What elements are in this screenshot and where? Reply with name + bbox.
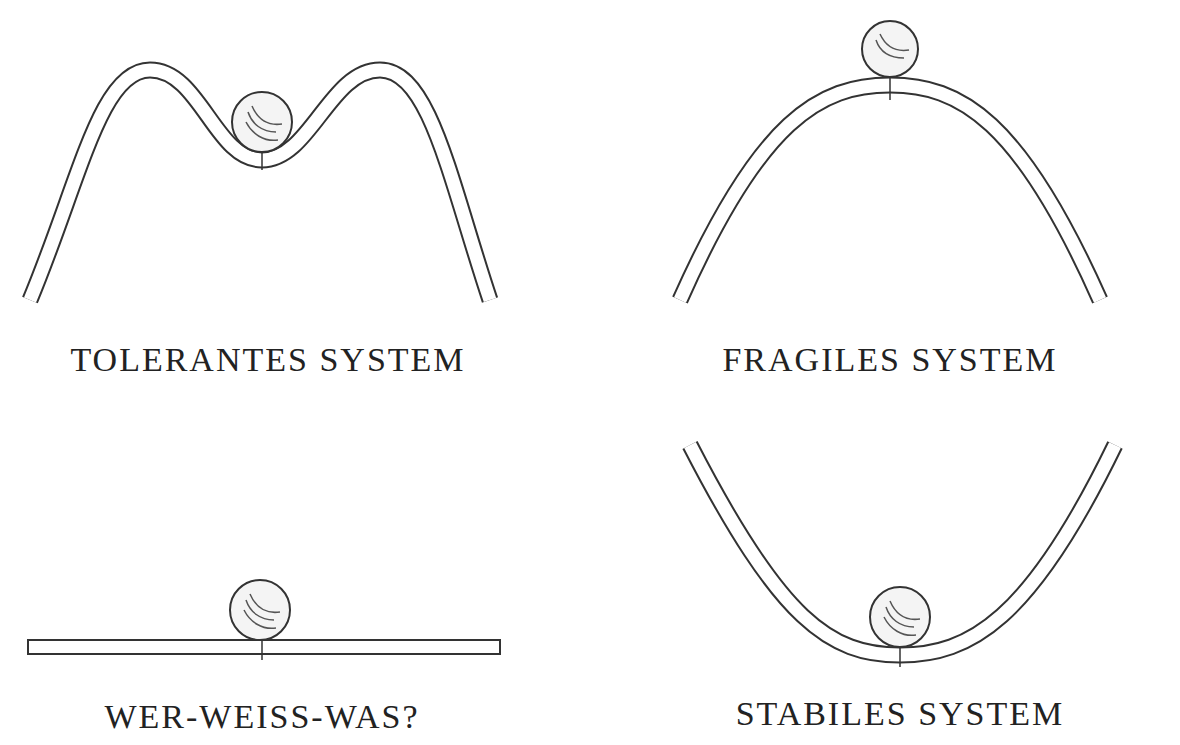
ball-shading <box>884 601 920 635</box>
tick-mark <box>261 640 263 660</box>
track-fill <box>680 85 1100 300</box>
track-fill <box>690 445 1115 655</box>
ball <box>232 92 292 152</box>
ball-shading <box>246 106 282 140</box>
track-outline <box>690 445 1115 655</box>
flat-track <box>28 640 500 654</box>
tick-mark <box>889 77 891 100</box>
track-outline <box>680 85 1100 300</box>
ball <box>230 580 290 640</box>
caption-label: STABILES SYSTEM <box>736 695 1065 732</box>
caption-label: TOLERANTES SYSTEM <box>70 341 465 378</box>
tick-mark <box>261 152 263 170</box>
track-fill <box>30 70 490 300</box>
tick-mark <box>899 647 901 667</box>
track-outline <box>30 70 490 300</box>
ball-shading <box>244 594 280 628</box>
caption-label: WER-WEISS-WAS? <box>104 698 419 735</box>
ball <box>862 21 918 77</box>
ball-shading <box>876 34 909 58</box>
caption-label: FRAGILES SYSTEM <box>722 341 1057 378</box>
ball <box>870 587 930 647</box>
